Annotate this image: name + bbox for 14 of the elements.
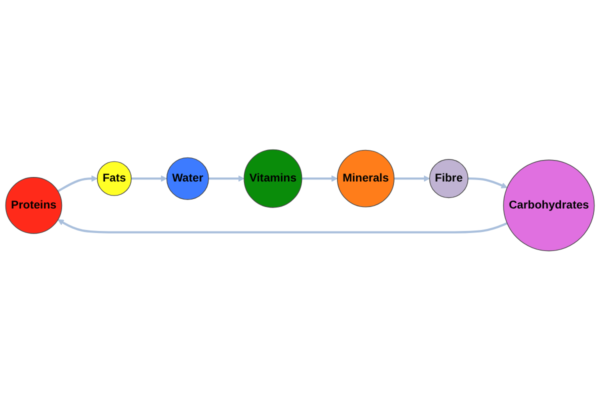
- node-circle: Minerals: [337, 150, 394, 208]
- node-circle: Water: [166, 157, 209, 200]
- node-circle: Carbohydrates: [503, 159, 595, 251]
- node-circle: Fibre: [429, 158, 468, 198]
- arrow: [58, 219, 508, 234]
- arrow: [57, 175, 98, 192]
- arrow: [394, 175, 430, 182]
- node-circle: Vitamins: [244, 149, 302, 208]
- arrow: [302, 175, 338, 182]
- arrow: [468, 177, 508, 188]
- arrow: [131, 175, 168, 182]
- arrow: [208, 175, 244, 182]
- node-circle: Fats: [96, 160, 132, 196]
- node-circle: Proteins: [5, 176, 62, 234]
